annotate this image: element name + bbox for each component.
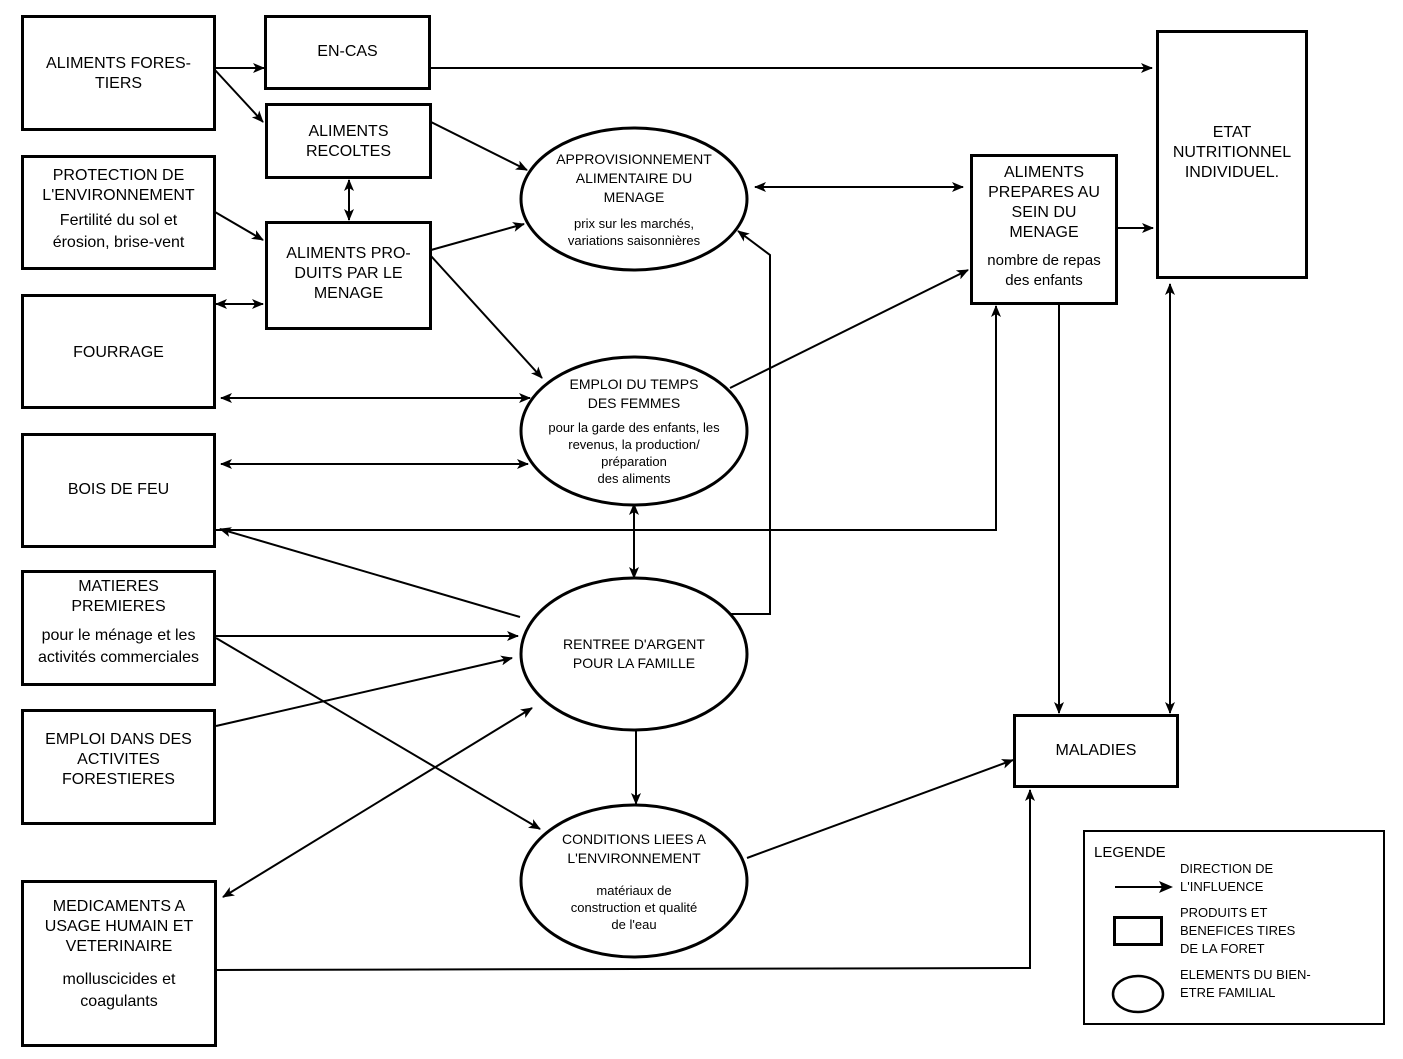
edge-emploi-forestier-rentree [215,655,513,727]
ellipse-rentree-shape [519,576,749,732]
ellipse-rentree-argent: RENTREE D'ARGENT POUR LA FAMILLE [521,578,747,730]
box-title: MEDICAMENTS A USAGE HUMAIN ET VETERINAIR… [44,898,194,955]
box-title: MALADIES [1055,742,1137,759]
legend: LEGENDE DIRECTION DE L'INFLUENCE PRODUIT… [1083,830,1385,1025]
box-emploi-forestier: EMPLOI DANS DES ACTIVITES FORESTIERES [21,709,216,825]
box-bois-de-feu: BOIS DE FEU [21,433,216,548]
ellipse-approvisionnement: APPROVISIONNEMENT ALIMENTAIRE DU MENAGE … [521,128,747,270]
ellipse-title: EMPLOI DU TEMPS DES FEMMES [569,376,699,411]
legend-arrow-label: DIRECTION DE L'INFLUENCE [1180,861,1274,894]
edge-rentree-approv [730,230,771,615]
ellipse-conditions-env: CONDITIONS LIEES A L'ENVIRONNEMENT matér… [521,805,747,957]
ellipse-emploi-temps: EMPLOI DU TEMPS DES FEMMES pour la garde… [521,357,747,505]
box-medicaments: MEDICAMENTS A USAGE HUMAIN ET VETERINAIR… [21,880,217,1047]
box-title: ALIMENTS PRO- DUITS PAR LE MENAGE [286,245,411,302]
ellipse-subtitle: prix sur les marchés, variations saisonn… [567,215,701,248]
box-subtitle: molluscicides et coagulants [62,971,176,1010]
ellipse-title: APPROVISIONNEMENT ALIMENTAIRE DU MENAGE [556,150,712,205]
box-title: BOIS DE FEU [67,481,170,498]
edge-produits-emploi-temps [430,255,543,379]
legend-box-label: PRODUITS ET BENEFICES TIRES DE LA FORET [1180,905,1296,956]
box-title: EMPLOI DANS DES ACTIVITES FORESTIERES [45,731,192,788]
edge-protection-produits [214,211,264,241]
box-fourrage: FOURRAGE [21,294,216,409]
legend-ellipse-icon [1111,974,1165,1014]
box-title: FOURRAGE [73,344,164,361]
ellipse-subtitle: matériaux de construction et qualité de … [570,882,698,932]
box-title: EN-CAS [317,43,378,60]
box-subtitle: pour le ménage et les activités commerci… [38,627,199,666]
legend-box-icon [1113,916,1163,946]
edge-medicaments-rentree [222,707,533,898]
ellipse-title: RENTREE D'ARGENT POUR LA FAMILLE [563,636,705,671]
box-matieres-premieres: MATIERES PREMIERES pour le ménage et les… [21,570,216,686]
ellipse-approvisionnement-shape [519,126,749,272]
edge-conditions-maladies [746,759,1014,859]
box-title: ETAT NUTRITIONNEL INDIVIDUEL. [1172,124,1292,181]
edge-produits-approv [430,222,525,251]
box-subtitle: Fertilité du sol et érosion, brise-vent [52,212,185,251]
edge-rentree-bois [219,527,521,618]
ellipse-emploi-temps-shape [519,355,749,507]
box-aliments-forestiers: ALIMENTS FORES- TIERS [21,15,216,131]
box-aliments-produits: ALIMENTS PRO- DUITS PAR LE MENAGE [265,221,432,330]
ellipse-subtitle: pour la garde des enfants, les revenus, … [548,420,720,486]
box-subtitle: nombre de repas des enfants [987,252,1101,289]
edge-bois-prepares [216,305,1001,531]
box-maladies: MALADIES [1013,714,1179,788]
box-protection-environnement: PROTECTION DE L'ENVIRONNEMENT Fertilité … [21,155,216,270]
box-en-cas: EN-CAS [264,15,431,90]
box-title: MATIERES PREMIERES [71,578,166,615]
box-title: ALIMENTS PREPARES AU SEIN DU MENAGE [988,164,1100,241]
box-etat-nutritionnel: ETAT NUTRITIONNEL INDIVIDUEL. [1156,30,1308,279]
edge-emploi-temps-prepares [729,269,969,389]
edge-recoltes-approv [430,121,528,171]
legend-arrow-icon [1115,881,1173,893]
edge-forestiers-recoltes [214,69,264,123]
edge-medicaments-maladies [216,789,1035,971]
box-title: ALIMENTS FORES- TIERS [46,55,191,92]
box-aliments-recoltes: ALIMENTS RECOLTES [265,103,432,179]
ellipse-conditions-shape [519,803,749,959]
legend-ellipse-label: ELEMENTS DU BIEN- ETRE FAMILIAL [1180,967,1311,1000]
box-aliments-prepares: ALIMENTS PREPARES AU SEIN DU MENAGE nomb… [970,154,1118,305]
box-title: ALIMENTS RECOLTES [305,123,392,160]
box-title: PROTECTION DE L'ENVIRONNEMENT [42,167,195,204]
legend-title: LEGENDE [1094,844,1166,861]
ellipse-title: CONDITIONS LIEES A L'ENVIRONNEMENT [562,830,706,866]
